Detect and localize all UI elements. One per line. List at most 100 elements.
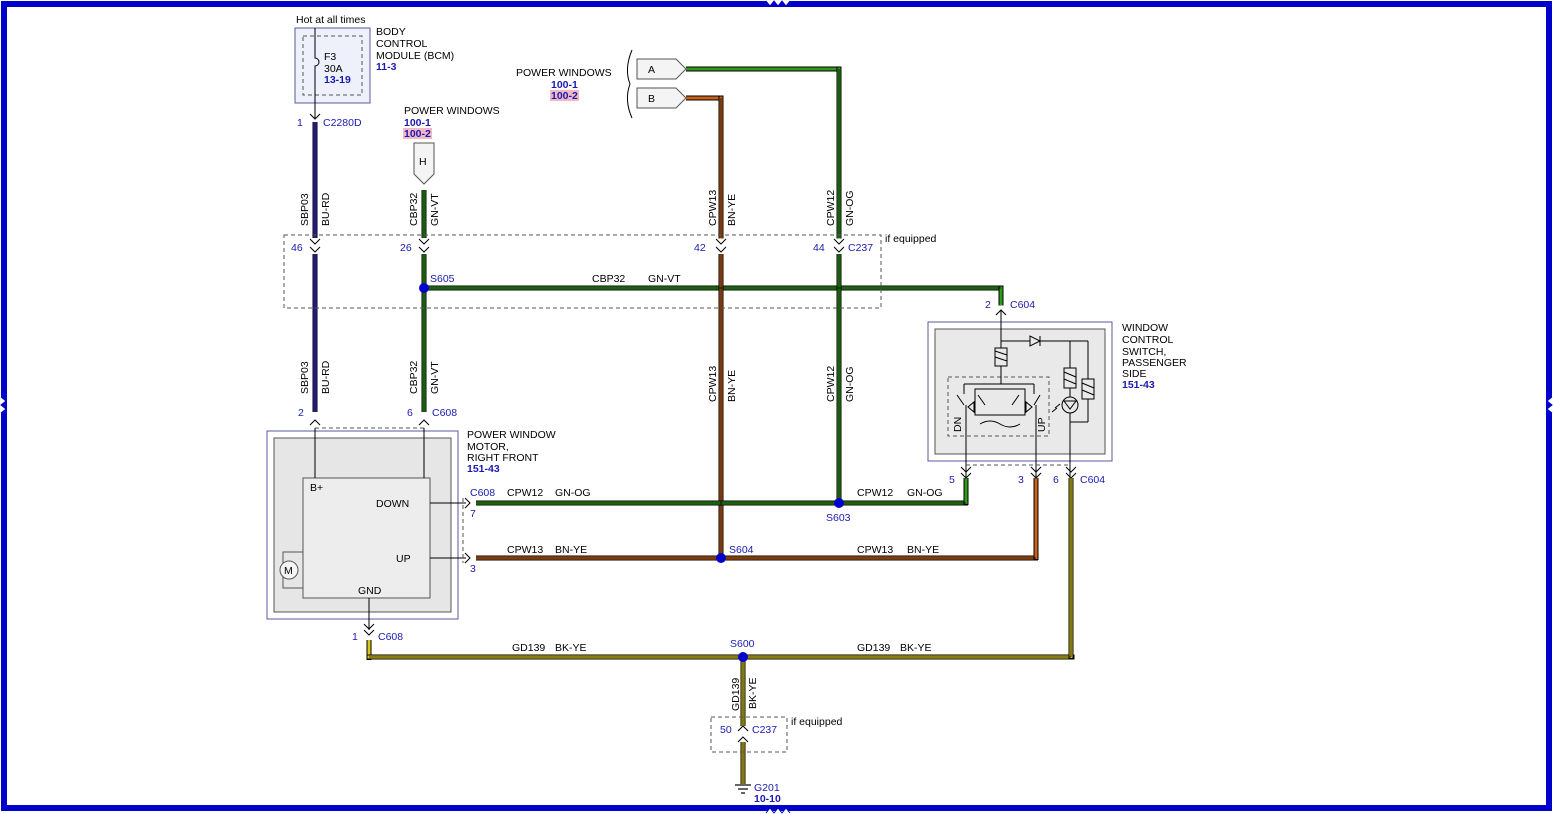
splice-s600-label: S600 — [730, 638, 755, 650]
c604-pin5: 5 — [949, 474, 955, 486]
c608-pin1: 1 — [352, 631, 358, 643]
motor-title-1: POWER WINDOW — [467, 429, 556, 441]
c237-pin42: 42 — [694, 242, 706, 254]
label-gn-vt-upper: GN-VT — [429, 193, 441, 226]
switch-dn-label: DN — [952, 417, 964, 432]
gnd-row-bk-ye: BK-YE — [555, 642, 587, 654]
fuse-name: F3 — [324, 51, 336, 63]
c237-dashed-box — [283, 234, 882, 309]
g201-ref[interactable]: 10-10 — [754, 793, 781, 805]
row-up-bn-ye-right: BN-YE — [907, 544, 939, 556]
gnd-row-gd139: GD139 — [512, 642, 545, 654]
switch-title-4: PASSENGER — [1122, 357, 1187, 369]
fuse-symbol — [314, 28, 320, 118]
row-up-cpw13-right: CPW13 — [857, 544, 893, 556]
switch-title-2: CONTROL — [1122, 334, 1173, 346]
c608-label-bottom: C608 — [378, 631, 403, 643]
c608-pin3: 3 — [470, 563, 476, 575]
bcm-title-2: CONTROL — [376, 38, 427, 50]
pw-top-title: POWER WINDOWS — [516, 67, 612, 79]
switch-up-label: UP — [1036, 417, 1048, 432]
pw-top-ref2[interactable]: 100-2 — [551, 90, 578, 102]
c237-pin44: 44 — [813, 242, 825, 254]
c237-ground-pin50: 50 — [720, 724, 732, 736]
switch-c604-marks — [960, 466, 1077, 479]
svg-text:M: M — [284, 565, 293, 577]
pw-top-ref1[interactable]: 100-1 — [551, 79, 578, 91]
motor-title-2: MOTOR, — [467, 441, 509, 453]
label-gd139-vertical: GD139 — [730, 678, 742, 711]
switch-internal-schematic — [947, 310, 1095, 478]
label-bn-ye-upper: BN-YE — [726, 194, 738, 226]
c237-ground-dashed-box — [710, 716, 788, 753]
pw-left-ref2[interactable]: 100-2 — [404, 128, 431, 140]
motor-down: DOWN — [376, 498, 409, 510]
row-down-cpw12: CPW12 — [507, 487, 543, 499]
fuse-rating: 30A — [324, 63, 343, 75]
c604-pin6: 6 — [1053, 474, 1059, 486]
label-cpw13-upper: CPW13 — [707, 190, 719, 226]
c237-label: C237 — [848, 242, 873, 254]
switch-outer-box — [927, 321, 1113, 462]
label-cbp32-lower: CBP32 — [408, 361, 420, 394]
wire-center-stripes — [314, 69, 1072, 784]
splice-s605-label: S605 — [430, 273, 455, 285]
motor-up: UP — [396, 553, 411, 565]
pw-left-ref2-highlight — [403, 128, 432, 139]
label-gn-vt-lower: GN-VT — [429, 361, 441, 394]
bcm-title-1: BODY — [376, 26, 406, 38]
label-cpw12-upper: CPW12 — [825, 190, 837, 226]
pw-left-ref1[interactable]: 100-1 — [404, 117, 431, 129]
splice-s604[interactable] — [716, 553, 726, 563]
splice-s603[interactable] — [834, 498, 844, 508]
c237-ground-marks — [737, 725, 749, 743]
c237-connector-marks — [309, 238, 845, 253]
label-sbp03-upper: SBP03 — [299, 193, 311, 226]
motor-symbol: M — [279, 551, 304, 589]
switch-title-5: SIDE — [1122, 368, 1147, 380]
c237-if-equipped: if equipped — [885, 233, 937, 245]
connector-a-shape — [636, 58, 687, 80]
switch-ref[interactable]: 151-43 — [1122, 379, 1155, 391]
bcm-title-3: MODULE (BCM) — [376, 50, 454, 62]
c604-pin2: 2 — [985, 299, 991, 311]
label-cpw13-lower: CPW13 — [707, 366, 719, 402]
mid-gn-vt-label: GN-VT — [648, 273, 681, 285]
gnd-row-gd139-right: GD139 — [857, 642, 890, 654]
motor-gnd: GND — [358, 585, 382, 597]
bcm-box — [294, 27, 371, 104]
row-up-cpw13: CPW13 — [507, 544, 543, 556]
c604-label-top: C604 — [1010, 299, 1035, 311]
c608-right-marks — [464, 497, 471, 564]
label-sbp03-lower: SBP03 — [299, 361, 311, 394]
label-bu-rd-upper: BU-RD — [320, 192, 332, 226]
motor-outer-box — [266, 430, 459, 620]
bcm-ref[interactable]: 11-3 — [376, 61, 397, 73]
motor-ref[interactable]: 151-43 — [467, 463, 500, 475]
fuse-dashed-box — [302, 35, 363, 96]
fuse-ref[interactable]: 13-19 — [324, 74, 351, 86]
label-cpw12-lower: CPW12 — [825, 366, 837, 402]
c604-label-bottom: C604 — [1080, 474, 1105, 486]
hot-at-all-times-label: Hot at all times — [296, 14, 365, 26]
label-bn-ye-lower: BN-YE — [726, 370, 738, 402]
mid-cbp32-label: CBP32 — [592, 273, 625, 285]
c608-label-right: C608 — [470, 487, 495, 499]
pw-top-bracket — [626, 49, 633, 119]
c2280d-connector-mark — [309, 113, 321, 120]
motor-b-plus: B+ — [310, 482, 323, 494]
splice-s605[interactable] — [419, 283, 429, 293]
c237-pin46: 46 — [291, 242, 303, 254]
motor-title-3: RIGHT FRONT — [467, 452, 539, 464]
gnd-row-bk-ye-right: BK-YE — [900, 642, 932, 654]
splice-s600[interactable] — [738, 652, 748, 662]
label-gn-og-lower: GN-OG — [844, 366, 856, 402]
c608-top-marks — [309, 419, 430, 426]
c237-ground-label: C237 — [752, 724, 777, 736]
row-up-bn-ye: BN-YE — [555, 544, 587, 556]
connector-b-shape — [636, 87, 687, 109]
row-down-gn-og: GN-OG — [555, 487, 591, 499]
